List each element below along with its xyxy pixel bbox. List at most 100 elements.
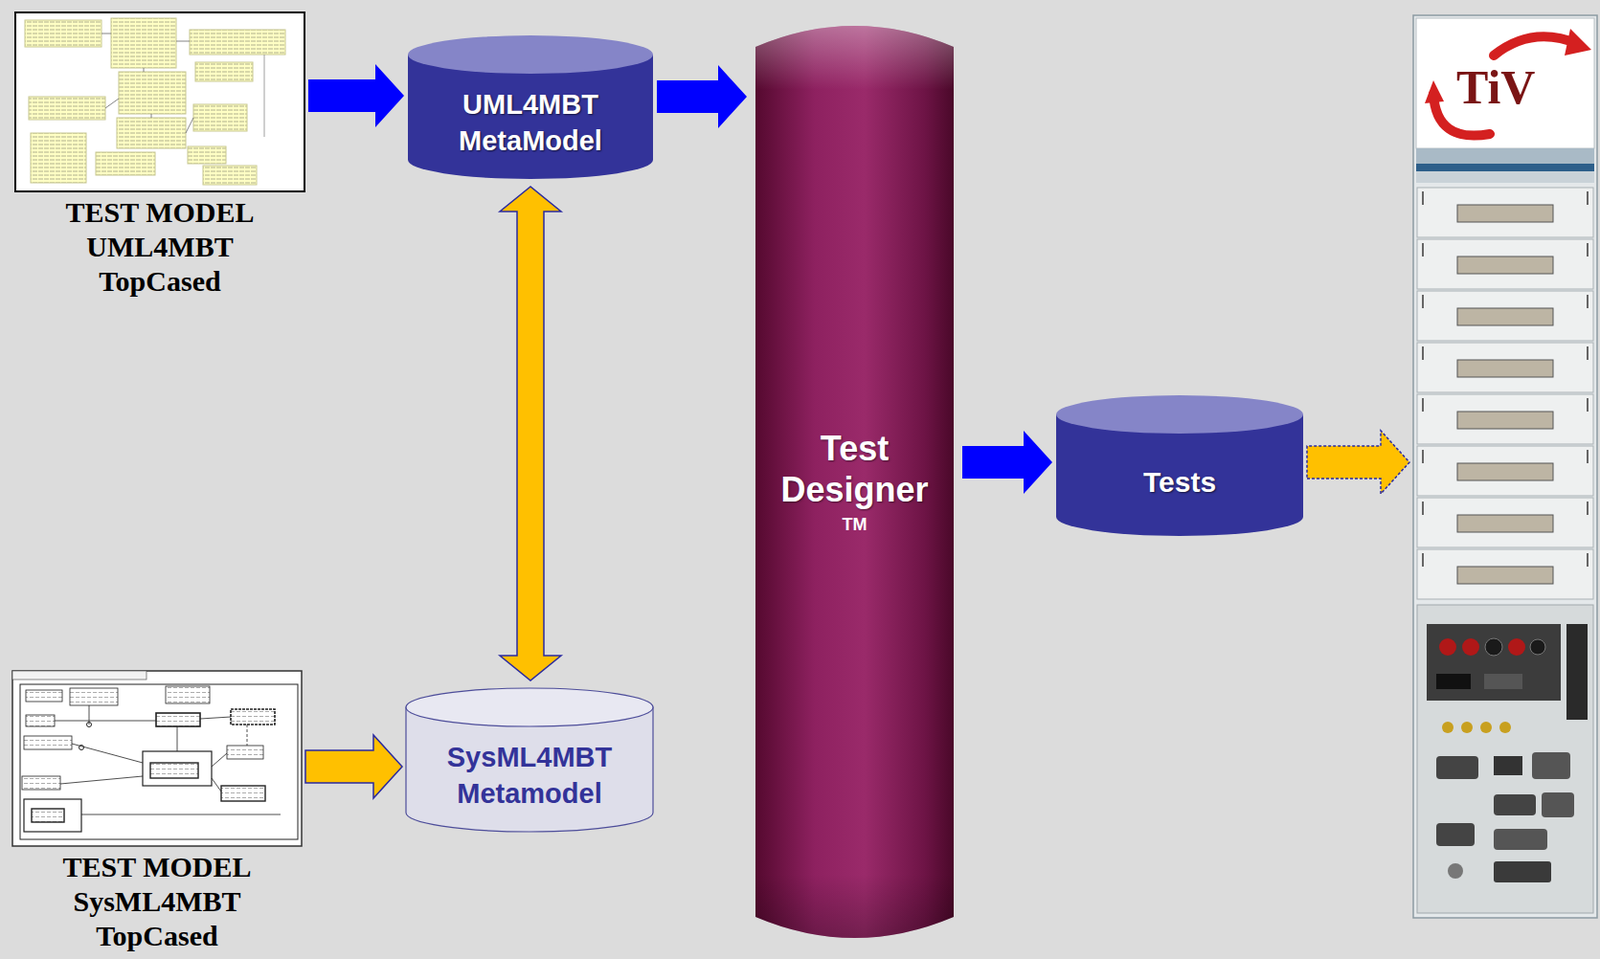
tiv-rack-part bbox=[1416, 148, 1595, 164]
cylinder-label: UML4MBT MetaModel bbox=[427, 87, 634, 159]
tiv-rack-part bbox=[1416, 171, 1595, 183]
rack-io-panel-part bbox=[1566, 624, 1588, 721]
rack-io-panel-part bbox=[1493, 861, 1552, 883]
sysml-thumbnail-part bbox=[247, 724, 248, 746]
uml-thumbnail-part bbox=[185, 117, 194, 134]
sysml-thumbnail-part bbox=[177, 726, 179, 752]
rack-slots bbox=[1417, 187, 1594, 600]
cylinder-shape bbox=[1056, 395, 1304, 537]
sysml-thumbnail-part bbox=[25, 715, 55, 727]
rack-io-panel-part bbox=[1439, 638, 1457, 656]
cylinder-label: SysML4MBT Metamodel bbox=[425, 740, 634, 812]
rack-slots-part bbox=[1417, 291, 1594, 341]
sysml-thumbnail-part bbox=[230, 709, 275, 725]
tiv-rack-part bbox=[1564, 28, 1592, 56]
tiv-rack bbox=[1413, 15, 1598, 919]
rack-io-panel-part bbox=[1436, 674, 1471, 690]
cylinder-text-area: SysML4MBT Metamodel bbox=[405, 688, 654, 833]
double-block-arrow bbox=[499, 186, 562, 681]
rack-slots-part bbox=[1421, 191, 1424, 598]
tiv-rack-part bbox=[1413, 15, 1598, 919]
sysml-thumbnail-part bbox=[79, 745, 85, 751]
sysml-thumbnail-part bbox=[25, 690, 63, 702]
block-arrow bbox=[1307, 430, 1410, 495]
rack-io-panel-part bbox=[1485, 638, 1503, 656]
rack-slots-part bbox=[1457, 256, 1554, 274]
rack-io-panel-part bbox=[1530, 639, 1546, 655]
cylinder-top bbox=[407, 35, 654, 74]
rack-io-panel-part bbox=[1484, 674, 1523, 690]
block-arrow bbox=[305, 735, 403, 799]
sysml-thumbnail-part bbox=[12, 671, 147, 680]
sysml-thumbnail-part bbox=[156, 713, 201, 727]
cylinder-top bbox=[405, 688, 654, 727]
uml-thumbnail-part bbox=[151, 113, 153, 118]
uml-thumbnail-part bbox=[189, 29, 286, 55]
rack-slots-part bbox=[1457, 204, 1554, 223]
sysml-thumbnail-part bbox=[20, 684, 298, 840]
uml-thumbnail-part bbox=[24, 20, 102, 47]
rack-slots-part bbox=[1457, 308, 1554, 326]
uml-thumbnail bbox=[15, 12, 305, 192]
sysml-thumbnail-part bbox=[23, 736, 72, 750]
uml-thumbnail-part bbox=[118, 71, 186, 114]
rack-io-panel-part bbox=[1499, 721, 1511, 734]
tiv-rack-part bbox=[1416, 163, 1595, 172]
test-bench-rack: TiV bbox=[1413, 15, 1598, 919]
model-caption: TEST MODEL SysML4MBT TopCased bbox=[46, 850, 268, 954]
rack-slots-part bbox=[1417, 549, 1594, 600]
rack-io-panel-part bbox=[1436, 756, 1479, 780]
model-caption: TEST MODEL UML4MBT TopCased bbox=[49, 195, 271, 299]
rack-slots-part bbox=[1417, 239, 1594, 290]
band-highlight bbox=[755, 25, 954, 939]
uml-thumbnail-part bbox=[111, 18, 177, 68]
sysml-thumbnail-part bbox=[150, 763, 199, 779]
sysml-thumbnail-part bbox=[22, 776, 61, 790]
sysml-thumbnail-part bbox=[60, 776, 143, 785]
test-designer-band: Test DesignerTM bbox=[750, 25, 959, 939]
uml-thumbnail-part bbox=[101, 33, 112, 35]
rack-slots-part bbox=[1457, 411, 1554, 429]
uml-thumbnail-part bbox=[202, 165, 257, 185]
rack-slots-part bbox=[1417, 187, 1594, 238]
sysml-thumbnail-part bbox=[12, 671, 302, 847]
rack-io-panel-part bbox=[1436, 823, 1475, 847]
rack-slots-part bbox=[1417, 394, 1594, 445]
sysml-thumbnail-part bbox=[211, 778, 222, 792]
band-text-area: Test DesignerTM bbox=[750, 25, 959, 939]
rack-io-panel-part bbox=[1447, 863, 1464, 879]
metamodel-cylinder: SysML4MBT Metamodel bbox=[405, 688, 654, 833]
rack-slots-part bbox=[1417, 497, 1594, 548]
sysml-thumbnail bbox=[12, 671, 302, 847]
rack-io-panel-part bbox=[1442, 721, 1454, 734]
uml-thumbnail-part bbox=[15, 12, 305, 192]
rack-io-panel-part bbox=[1461, 721, 1473, 734]
rack-slots-part bbox=[1586, 191, 1589, 598]
rack-io-panel bbox=[1417, 605, 1594, 914]
sysml-thumbnail-part bbox=[31, 809, 65, 823]
uml-thumbnail-part bbox=[28, 96, 106, 120]
rack-slots-part bbox=[1457, 566, 1554, 585]
test-model-box: TEST MODEL UML4MBT TopCased bbox=[15, 12, 305, 299]
sysml-thumbnail-part bbox=[165, 686, 210, 704]
uml-thumbnail-part bbox=[95, 152, 156, 176]
sysml-thumbnail-part bbox=[54, 721, 157, 722]
rack-slots-part bbox=[1457, 515, 1554, 533]
rack-io-panel-part bbox=[1462, 638, 1480, 656]
sysml-thumbnail-part bbox=[81, 814, 281, 816]
rack-io-panel-part bbox=[1417, 605, 1594, 914]
cylinder-label: Tests bbox=[1143, 463, 1217, 501]
tests-cylinder: Tests bbox=[1056, 395, 1304, 537]
cylinder-text-area: UML4MBT MetaModel bbox=[407, 35, 654, 180]
tiv-rack-part bbox=[1424, 80, 1444, 104]
uml-thumbnail-part bbox=[264, 54, 266, 137]
uml-thumbnail-part bbox=[187, 146, 226, 164]
rack-io-panel-part bbox=[1493, 756, 1523, 776]
rack-io-panel-part bbox=[1426, 624, 1561, 701]
uml-thumbnail-part bbox=[30, 133, 87, 183]
rack-io-panel-part bbox=[1508, 638, 1526, 656]
sysml-thumbnail-part bbox=[23, 799, 82, 833]
rack-io-panel-part bbox=[1480, 721, 1492, 734]
sysml-thumbnail-part bbox=[71, 743, 143, 764]
